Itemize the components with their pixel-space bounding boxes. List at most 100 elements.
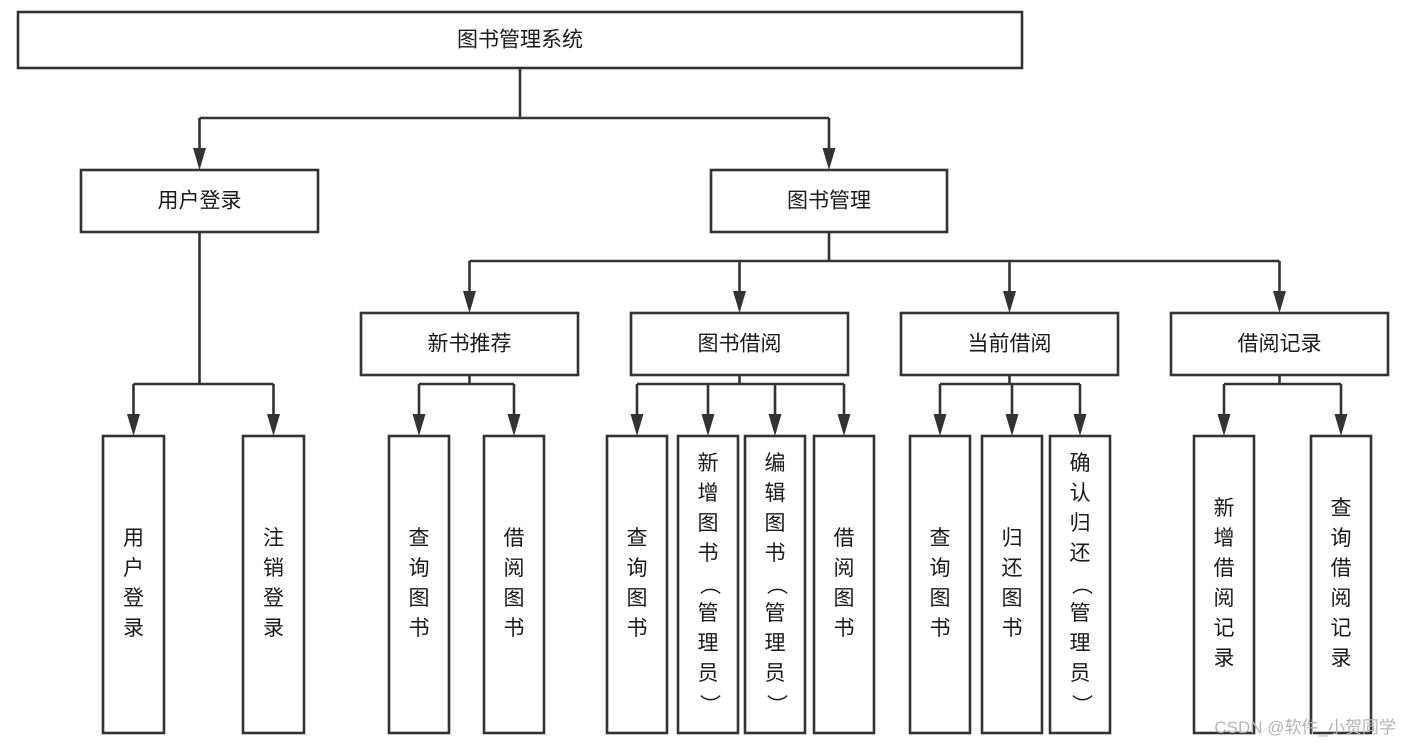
node-label-char: 录 bbox=[1331, 647, 1352, 670]
node-label-char: （ bbox=[1069, 574, 1092, 595]
node-records[interactable]: 借阅记录 bbox=[1169, 311, 1390, 377]
node-box-leaf10[interactable] bbox=[980, 434, 1044, 735]
connector-arrowhead bbox=[733, 291, 746, 313]
csdn-watermark: CSDN @软件_小贺同学 bbox=[1214, 718, 1396, 737]
node-label-char: 管 bbox=[1070, 602, 1091, 625]
node-label-login: 用户登录 bbox=[158, 190, 242, 213]
node-label-char: 阅 bbox=[1331, 587, 1352, 610]
connector-group-borrow bbox=[630, 375, 851, 436]
node-label-char: ） bbox=[764, 694, 787, 715]
node-box-leaf6[interactable] bbox=[676, 434, 740, 735]
node-label-char: 询 bbox=[409, 557, 430, 580]
node-label-char: 录 bbox=[263, 617, 284, 640]
node-label-char: 归 bbox=[1070, 512, 1091, 535]
node-box-leaf9[interactable] bbox=[908, 434, 972, 735]
node-label-char: 图 bbox=[627, 587, 648, 610]
connector-group-bookmgmt bbox=[463, 232, 1286, 313]
node-label-char: 管 bbox=[698, 602, 719, 625]
connector-arrowhead bbox=[463, 291, 476, 313]
connector-arrowhead bbox=[837, 414, 851, 436]
node-label-char: 员 bbox=[698, 662, 719, 685]
node-box-leaf7[interactable] bbox=[743, 434, 807, 735]
node-box-leaf11[interactable] bbox=[1048, 434, 1112, 735]
node-bookmgmt[interactable]: 图书管理 bbox=[709, 168, 949, 234]
node-box-leaf3[interactable] bbox=[387, 434, 451, 735]
node-label-char: 认 bbox=[1070, 482, 1091, 505]
node-root[interactable]: 图书管理系统 bbox=[16, 10, 1024, 70]
connector-group-records bbox=[1217, 375, 1348, 436]
node-label-char: 书 bbox=[627, 617, 648, 640]
connector-arrowhead bbox=[412, 414, 426, 436]
node-label-char: 录 bbox=[1214, 647, 1235, 670]
connector-arrowhead bbox=[1273, 291, 1286, 313]
connector-arrowhead bbox=[701, 414, 715, 436]
node-label-char: 登 bbox=[123, 587, 144, 610]
node-label-char: 借 bbox=[1214, 557, 1235, 580]
node-box-leaf8[interactable] bbox=[812, 434, 876, 735]
node-label-char: 图 bbox=[698, 512, 719, 535]
node-label-char: 书 bbox=[409, 617, 430, 640]
node-box-bookmgmt[interactable] bbox=[709, 168, 949, 234]
node-newbook[interactable]: 新书推荐 bbox=[359, 311, 580, 377]
node-borrow[interactable]: 图书借阅 bbox=[629, 311, 850, 377]
node-label-borrow: 图书借阅 bbox=[698, 333, 782, 356]
connector-group-login bbox=[127, 232, 280, 436]
node-label-root: 图书管理系统 bbox=[457, 29, 583, 52]
node-label-char: 归 bbox=[1002, 527, 1023, 550]
node-label-char: （ bbox=[697, 574, 720, 595]
node-box-leaf4[interactable] bbox=[482, 434, 546, 735]
node-login[interactable]: 用户登录 bbox=[79, 168, 320, 234]
connector-arrowhead bbox=[822, 148, 836, 170]
node-label-char: 询 bbox=[930, 557, 951, 580]
node-label-char: 理 bbox=[1070, 632, 1091, 655]
node-label-char: 借 bbox=[504, 527, 525, 550]
node-box-login[interactable] bbox=[79, 168, 320, 234]
node-box-newbook[interactable] bbox=[359, 311, 580, 377]
connector-arrowhead bbox=[630, 414, 644, 436]
node-box-current[interactable] bbox=[899, 311, 1120, 377]
node-leaf1[interactable]: 用户登录 bbox=[101, 434, 166, 735]
node-box-leaf12[interactable] bbox=[1192, 434, 1256, 735]
connector-arrowhead bbox=[768, 414, 782, 436]
node-box-leaf2[interactable] bbox=[241, 434, 306, 735]
node-label-char: 管 bbox=[765, 602, 786, 625]
node-label-char: 查 bbox=[930, 527, 951, 550]
node-label-char: 图 bbox=[765, 512, 786, 535]
node-label-current: 当前借阅 bbox=[968, 333, 1052, 356]
node-label-char: 员 bbox=[1070, 662, 1091, 685]
node-label-char: （ bbox=[764, 574, 787, 595]
node-label-char: 书 bbox=[930, 617, 951, 640]
node-box-leaf5[interactable] bbox=[605, 434, 669, 735]
node-label-char: 书 bbox=[1002, 617, 1023, 640]
node-label-char: 阅 bbox=[504, 557, 525, 580]
node-label-char: 记 bbox=[1331, 617, 1352, 640]
node-box-borrow[interactable] bbox=[629, 311, 850, 377]
node-label-char: 书 bbox=[765, 542, 786, 565]
node-box-leaf13[interactable] bbox=[1309, 434, 1373, 735]
node-label-char: 阅 bbox=[1214, 587, 1235, 610]
node-label-char: 阅 bbox=[834, 557, 855, 580]
node-box-records[interactable] bbox=[1169, 311, 1390, 377]
node-label-char: ） bbox=[697, 694, 720, 715]
node-current[interactable]: 当前借阅 bbox=[899, 311, 1120, 377]
node-box-leaf1[interactable] bbox=[101, 434, 166, 735]
connector-group-current bbox=[933, 375, 1087, 436]
node-label-records: 借阅记录 bbox=[1238, 333, 1322, 356]
node-box-root[interactable] bbox=[16, 10, 1024, 70]
connector-arrowhead bbox=[1073, 414, 1087, 436]
node-label-char: 询 bbox=[1331, 527, 1352, 550]
